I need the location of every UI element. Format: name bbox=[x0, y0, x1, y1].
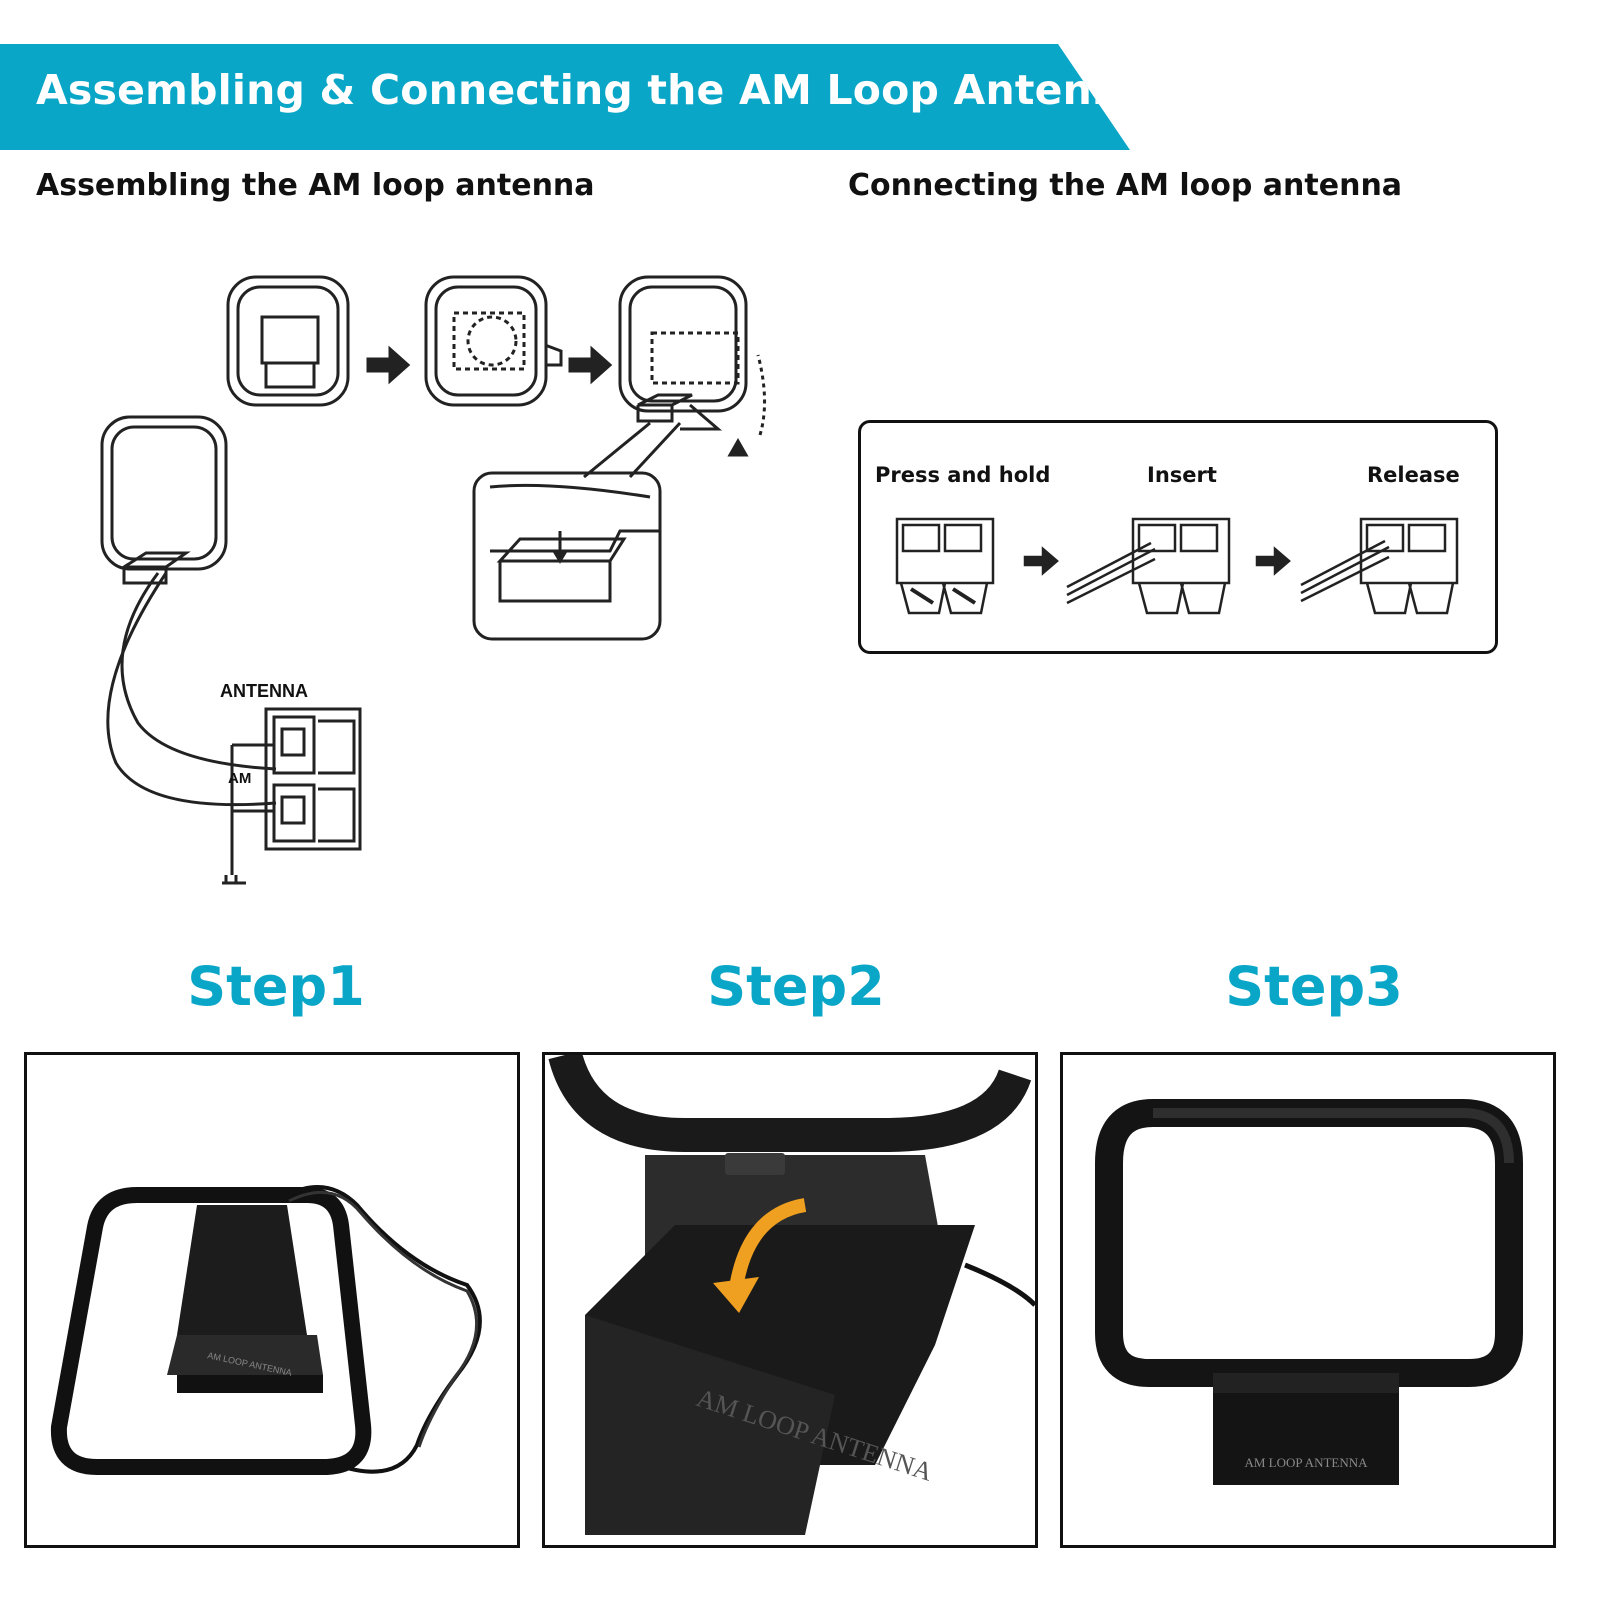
arrow-right-icon bbox=[1023, 546, 1059, 576]
step2-photo: AM LOOP ANTENNA bbox=[542, 1052, 1038, 1548]
connection-step-press: Press and hold bbox=[875, 463, 1051, 487]
step1-title: Step1 bbox=[187, 955, 365, 1018]
antenna-terminal bbox=[264, 707, 362, 851]
loop-step-c bbox=[618, 275, 748, 413]
connection-panel: Press and hold Insert Release bbox=[858, 420, 1498, 654]
loop-step-a bbox=[226, 275, 350, 407]
antenna-loop bbox=[548, 1055, 1032, 1152]
assembling-heading: Assembling the AM loop antenna bbox=[36, 168, 595, 203]
antenna-base bbox=[1213, 1393, 1399, 1485]
insert-arrow-icon bbox=[728, 1198, 807, 1296]
arrow-up-icon bbox=[727, 437, 749, 457]
terminal-label: ANTENNA bbox=[220, 681, 308, 701]
step3-base-label: AM LOOP ANTENNA bbox=[1244, 1455, 1368, 1470]
ground-icon bbox=[222, 875, 246, 885]
connection-illustration bbox=[895, 517, 1459, 615]
am-label: AM bbox=[228, 770, 251, 787]
arrow-right-icon bbox=[568, 345, 613, 385]
connecting-heading: Connecting the AM loop antenna bbox=[848, 168, 1403, 203]
step1-photo: AM LOOP ANTENNA bbox=[24, 1052, 520, 1548]
loop-connected bbox=[100, 415, 228, 571]
step3-photo: AM LOOP ANTENNA bbox=[1060, 1052, 1556, 1548]
connection-step-release: Release bbox=[1367, 463, 1460, 487]
arrow-right-icon bbox=[1255, 546, 1291, 576]
antenna-cable bbox=[964, 1262, 1035, 1307]
step3-illustration: AM LOOP ANTENNA bbox=[1095, 1099, 1523, 1485]
step2-title: Step2 bbox=[707, 955, 885, 1018]
page-title: Assembling & Connecting the AM Loop Ante… bbox=[36, 66, 1150, 114]
arrow-right-icon bbox=[366, 345, 411, 385]
assembly-diagram: ANTENNA AM bbox=[90, 255, 830, 915]
antenna-cable bbox=[106, 572, 277, 807]
step1-illustration: AM LOOP ANTENNA bbox=[50, 1185, 482, 1475]
step3-title: Step3 bbox=[1225, 955, 1403, 1018]
antenna-loop bbox=[1095, 1099, 1523, 1387]
antenna-loop bbox=[50, 1187, 372, 1475]
zoom-detail-box bbox=[472, 471, 662, 641]
antenna-cable bbox=[286, 1185, 482, 1474]
loop-step-b bbox=[424, 275, 548, 407]
connection-step-insert: Insert bbox=[1147, 463, 1217, 487]
header-banner: Assembling & Connecting the AM Loop Ante… bbox=[0, 44, 1130, 150]
step2-illustration: AM LOOP ANTENNA bbox=[548, 1055, 1035, 1535]
assembly-illustration: ANTENNA AM bbox=[100, 275, 766, 885]
